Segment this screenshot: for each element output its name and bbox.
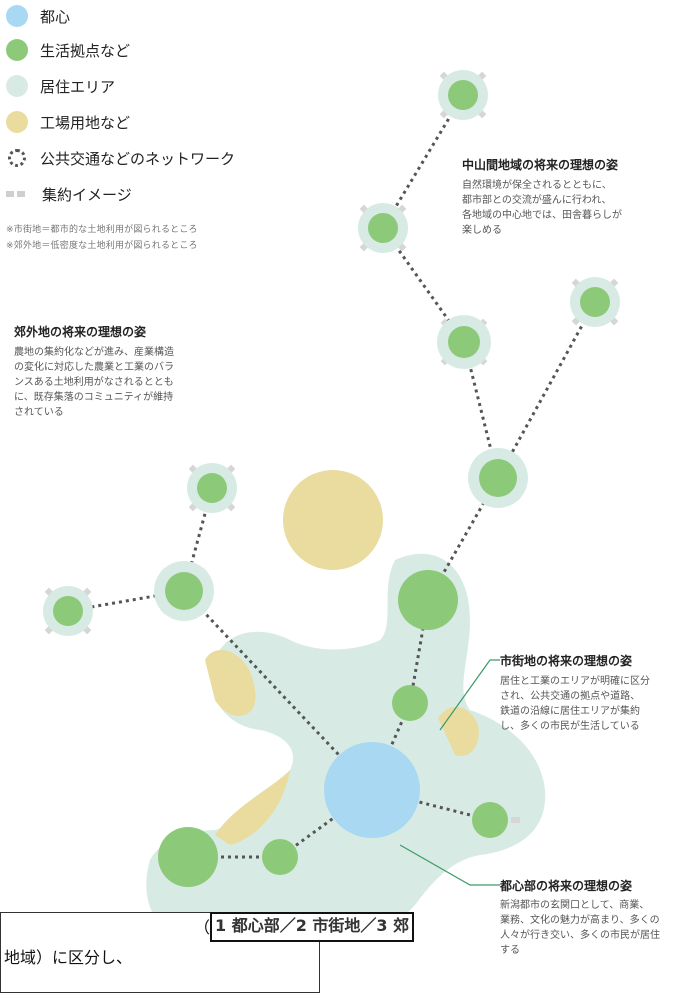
legend-label: 都心: [40, 7, 71, 26]
mountain-section-body: 自然環境が保全されるとともに、 都市部との交流が盛んに行われ、 各地域の中心地で…: [462, 180, 622, 236]
legend-item-industrial: 工場用地など: [6, 110, 130, 134]
legend-label: 公共交通などのネットワーク: [40, 149, 236, 168]
legend-note: ※郊外地＝低密度な土地利用が図られるところ: [6, 241, 198, 251]
legend-note: ※市街地＝都市的な土地利用が図られるところ: [6, 225, 198, 235]
legend-item-residential: 居住エリア: [6, 74, 115, 98]
legend-label: 生活拠点など: [40, 41, 131, 60]
arrows-swatch: [6, 183, 30, 205]
life-hub: [472, 802, 508, 838]
core-section-title: 都心部の将来の理想の姿: [500, 879, 633, 893]
life-hub: [158, 827, 218, 887]
life-hub: [197, 473, 227, 503]
life-hub: [368, 213, 398, 243]
industrial-area: [283, 470, 383, 570]
legend-label: 工場用地など: [40, 113, 131, 132]
callout-highlight: 1 都心部／2 市街地／3 郊: [210, 912, 415, 942]
legend-item-urban-core: 都心: [6, 4, 70, 28]
legend-item-network: 公共交通などのネットワーク: [6, 146, 235, 170]
life-hub: [392, 685, 428, 721]
suburb-section-body: 農地の集約化などが進み、産業構造 の変化に対応した農業と工業のバラ ンスある土地…: [14, 347, 174, 418]
urban-core: [324, 742, 420, 838]
industrial-swatch: [6, 111, 28, 133]
mountain-section-title: 中山間地域の将来の理想の姿: [462, 158, 619, 172]
suburb-section-title: 郊外地の将来の理想の姿: [14, 325, 147, 339]
life-hubs: [53, 80, 610, 887]
residential-area-blob: [146, 553, 546, 935]
industrial-area: [215, 770, 290, 845]
life-hub: [448, 80, 478, 110]
life-hub-swatch: [6, 39, 28, 61]
life-hub: [262, 839, 298, 875]
legend-item-life-hub: 生活拠点など: [6, 38, 130, 62]
industrial-area: [205, 650, 256, 717]
network-dots-swatch: [8, 149, 26, 167]
callout-prefix: （: [194, 918, 211, 937]
life-hub: [53, 596, 83, 626]
city-section-body: 居住と工業のエリアが明確に区分 され、公共交通の拠点や道路、 鉄道の沿線に居住エ…: [500, 676, 650, 732]
leader-line-city: [439, 659, 500, 731]
life-hub: [448, 326, 480, 358]
life-hub: [580, 287, 610, 317]
life-hub: [398, 570, 458, 630]
city-section-title: 市街地の将来の理想の姿: [500, 654, 633, 668]
residential-swatch: [6, 75, 28, 97]
legend-label: 居住エリア: [40, 77, 116, 96]
life-hub: [479, 459, 517, 497]
life-hub: [165, 572, 203, 610]
leader-line-core: [399, 844, 500, 886]
callout-line2: 地域）に区分し、: [4, 948, 133, 967]
core-section-body: 新潟都市の玄関口として、商業、 業務、文化の魅力が高まり、多くの 人々が行き交い…: [500, 900, 660, 956]
legend-label: 集約イメージ: [42, 185, 132, 204]
legend-item-consolidation: 集約イメージ: [6, 182, 132, 206]
urban-core-swatch: [6, 5, 28, 27]
